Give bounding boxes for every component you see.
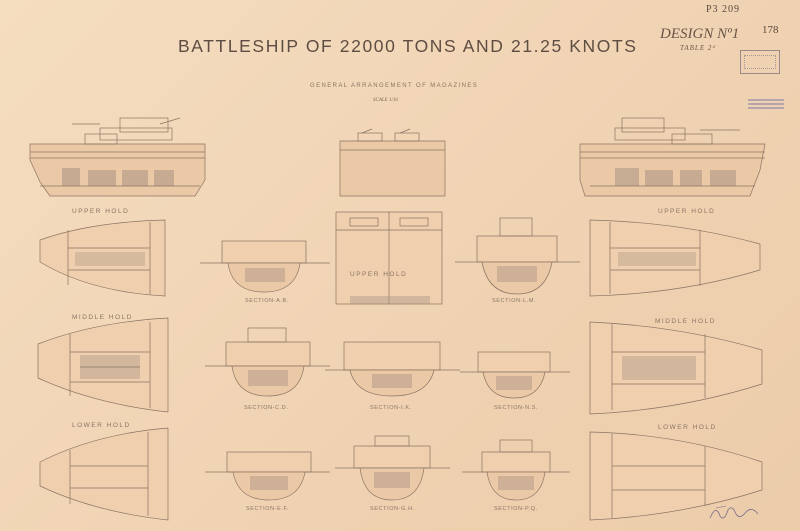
label-upper-hold-right: UPPER HOLD — [658, 208, 716, 215]
section-cd-drawing — [205, 327, 330, 397]
label-upper-hold-center: UPPER HOLD — [350, 271, 408, 278]
label-upper-hold-left: UPPER HOLD — [72, 208, 130, 215]
section-ik-label: SECTION-I.K. — [370, 405, 412, 411]
label-lower-hold-left: LOWER HOLD — [72, 422, 131, 429]
hold-plan-middle-left — [37, 317, 169, 413]
handwritten-signature — [709, 505, 759, 519]
hold-plan-upper-center — [335, 211, 443, 305]
design-label: DESIGN Nº1 — [660, 26, 740, 42]
hold-plan-upper-right — [589, 219, 761, 297]
library-stamp — [748, 97, 784, 115]
sheet-number: 178 — [762, 24, 779, 36]
section-lm-label: SECTION-L.M. — [492, 298, 537, 304]
hold-plan-middle-right — [589, 321, 763, 415]
hold-plan-lower-left — [39, 427, 169, 521]
stamp-line — [748, 99, 784, 101]
profile-left — [29, 117, 206, 197]
hold-plan-lower-right — [589, 431, 763, 521]
table-label: TABLE 2ᵈ — [680, 44, 716, 52]
label-lower-hold-right: LOWER HOLD — [658, 424, 717, 431]
drawing-subtitle: GENERAL ARRANGEMENT OF MAGAZINES — [310, 83, 479, 89]
section-ns-label: SECTION-N.S. — [494, 405, 539, 411]
section-pq-drawing — [462, 439, 570, 501]
drawing-title: BATTLESHIP OF 22000 TONS AND 21.25 KNOTS — [178, 36, 638, 56]
section-lm-drawing — [455, 217, 580, 295]
stamp-line — [748, 103, 784, 105]
section-ef-label: SECTION-E.F. — [246, 506, 289, 512]
label-middle-hold-right: MIDDLE HOLD — [655, 318, 716, 325]
section-pq-label: SECTION-P.Q. — [494, 506, 538, 512]
file-reference: P3 209 — [706, 4, 741, 15]
profile-right — [579, 117, 766, 197]
section-gh-label: SECTION-G.H. — [370, 506, 415, 512]
stamp-line — [748, 107, 784, 109]
section-ik-drawing — [325, 341, 460, 397]
stamp-inner-box — [744, 55, 776, 69]
section-ns-drawing — [460, 351, 570, 399]
section-cd-label: SECTION-C.D. — [244, 405, 289, 411]
section-ab-label: SECTION-A.B. — [245, 298, 289, 304]
scale-note: SCALE 1/16 — [373, 98, 398, 103]
archive-stamp — [740, 50, 780, 74]
section-ef-drawing — [205, 451, 330, 501]
section-ab-drawing — [200, 240, 330, 293]
section-gh-drawing — [335, 435, 450, 501]
label-middle-hold-left: MIDDLE HOLD — [72, 314, 133, 321]
hold-plan-upper-left — [39, 219, 166, 297]
profile-center — [339, 128, 446, 197]
